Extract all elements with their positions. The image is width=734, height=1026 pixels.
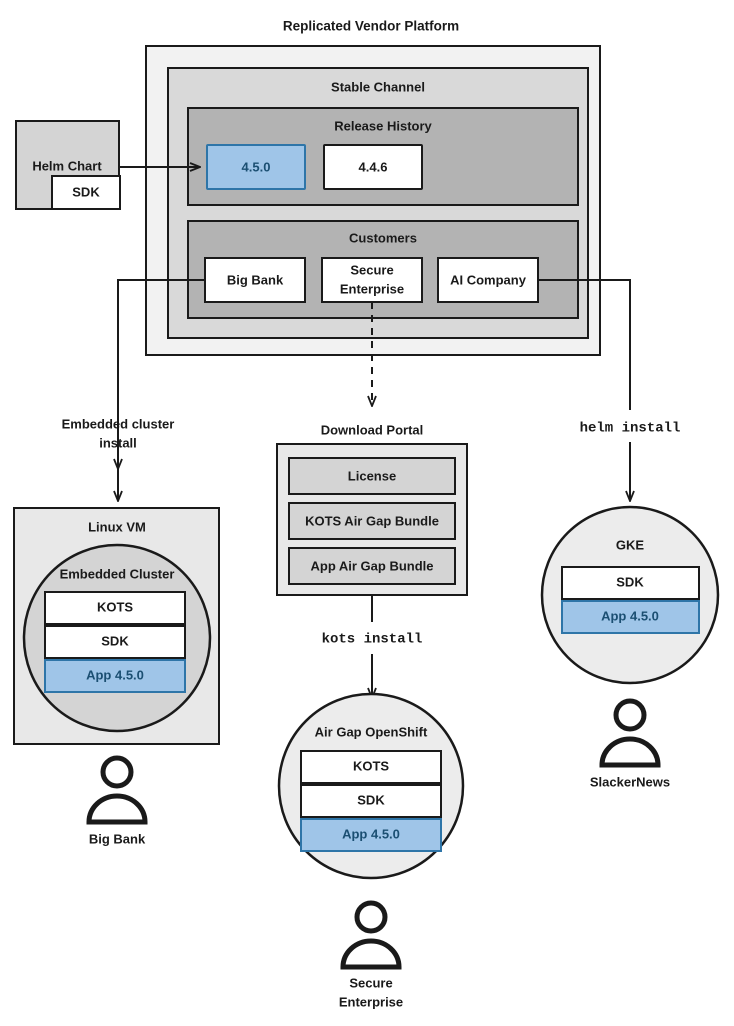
edge-ai-company-to-gke bbox=[538, 279, 631, 410]
customer-ai-company-label: AI Company bbox=[450, 272, 527, 287]
gke-component-sdk-label: SDK bbox=[616, 574, 644, 589]
download-portal-artifact-license-box[interactable] bbox=[288, 457, 456, 495]
persona-slackernews-label: SlackerNews bbox=[590, 774, 670, 789]
person-head-icon bbox=[100, 755, 134, 789]
linux-vm-component-kots-label: KOTS bbox=[97, 599, 133, 614]
gke-component-sdk-box[interactable] bbox=[561, 566, 700, 600]
openshift-component-app-box[interactable] bbox=[300, 818, 442, 852]
person-body-icon bbox=[599, 736, 661, 768]
openshift-component-app-label: App 4.5.0 bbox=[342, 826, 400, 841]
linux-vm-component-kots-box[interactable] bbox=[44, 591, 186, 625]
persona-secure-enterprise-label-line2: Enterprise bbox=[339, 994, 403, 1009]
air-gap-openshift-label: Air Gap OpenShift bbox=[315, 724, 428, 739]
download-portal-artifact-kots-bundle-label: KOTS Air Gap Bundle bbox=[305, 513, 439, 528]
openshift-component-sdk-label: SDK bbox=[357, 792, 385, 807]
download-portal-artifact-kots-bundle-box[interactable] bbox=[288, 502, 456, 540]
linux-vm-component-app-box[interactable] bbox=[44, 659, 186, 693]
persona-secure-enterprise-label-line1: Secure bbox=[349, 975, 392, 990]
linux-vm-component-sdk-box[interactable] bbox=[44, 625, 186, 659]
edge-label-helm-install: helm install bbox=[580, 421, 681, 437]
release-4-4-6-label: 4.4.6 bbox=[359, 159, 388, 174]
gke-component-app-box[interactable] bbox=[561, 600, 700, 634]
persona-secure-enterprise bbox=[340, 900, 402, 970]
download-portal-label: Download Portal bbox=[321, 422, 424, 437]
customers-label: Customers bbox=[349, 230, 417, 245]
customer-big-bank-label: Big Bank bbox=[227, 272, 284, 287]
helm-chart-label: Helm Chart bbox=[32, 158, 102, 173]
stable-channel-label: Stable Channel bbox=[331, 79, 425, 94]
release-4-5-0-label: 4.5.0 bbox=[242, 159, 271, 174]
helm-chart-sdk-label: SDK bbox=[72, 184, 100, 199]
customer-secure-enterprise-label-line1: Secure bbox=[350, 262, 393, 277]
linux-vm-label: Linux VM bbox=[88, 519, 146, 534]
download-portal-artifact-app-bundle-box[interactable] bbox=[288, 547, 456, 585]
persona-big-bank bbox=[86, 755, 148, 825]
release-4-5-0-box[interactable] bbox=[206, 144, 306, 190]
linux-vm-component-sdk-label: SDK bbox=[101, 633, 129, 648]
gke-component-app-label: App 4.5.0 bbox=[601, 608, 659, 623]
embedded-cluster-label: Embedded Cluster bbox=[60, 566, 175, 581]
customer-ai-company-box[interactable] bbox=[437, 257, 539, 303]
person-head-icon bbox=[354, 900, 388, 934]
edge-label-embedded-cluster-install-line2: install bbox=[99, 435, 137, 450]
persona-slackernews bbox=[599, 698, 661, 768]
customer-secure-enterprise-label-line2: Enterprise bbox=[340, 281, 404, 296]
persona-big-bank-label: Big Bank bbox=[89, 831, 146, 846]
download-portal-artifact-license-label: License bbox=[348, 468, 396, 483]
gke-label: GKE bbox=[616, 537, 645, 552]
customer-big-bank-box[interactable] bbox=[204, 257, 306, 303]
openshift-component-kots-box[interactable] bbox=[300, 750, 442, 784]
edge-big-bank-to-linux-vm bbox=[118, 279, 205, 468]
person-body-icon bbox=[86, 793, 148, 825]
release-4-4-6-box[interactable] bbox=[323, 144, 423, 190]
customer-secure-enterprise-box[interactable] bbox=[321, 257, 423, 303]
openshift-component-sdk-box[interactable] bbox=[300, 784, 442, 818]
person-body-icon bbox=[340, 938, 402, 970]
linux-vm-component-app-label: App 4.5.0 bbox=[86, 667, 144, 682]
page-title: Replicated Vendor Platform bbox=[283, 19, 459, 34]
release-history-label: Release History bbox=[334, 118, 432, 133]
person-head-icon bbox=[613, 698, 647, 732]
openshift-component-kots-label: KOTS bbox=[353, 758, 389, 773]
edge-label-embedded-cluster-install-line1: Embedded cluster bbox=[62, 416, 175, 431]
helm-chart-sdk-box[interactable] bbox=[51, 175, 121, 210]
download-portal-artifact-app-bundle-label: App Air Gap Bundle bbox=[310, 558, 433, 573]
edge-label-kots-install: kots install bbox=[322, 632, 423, 648]
